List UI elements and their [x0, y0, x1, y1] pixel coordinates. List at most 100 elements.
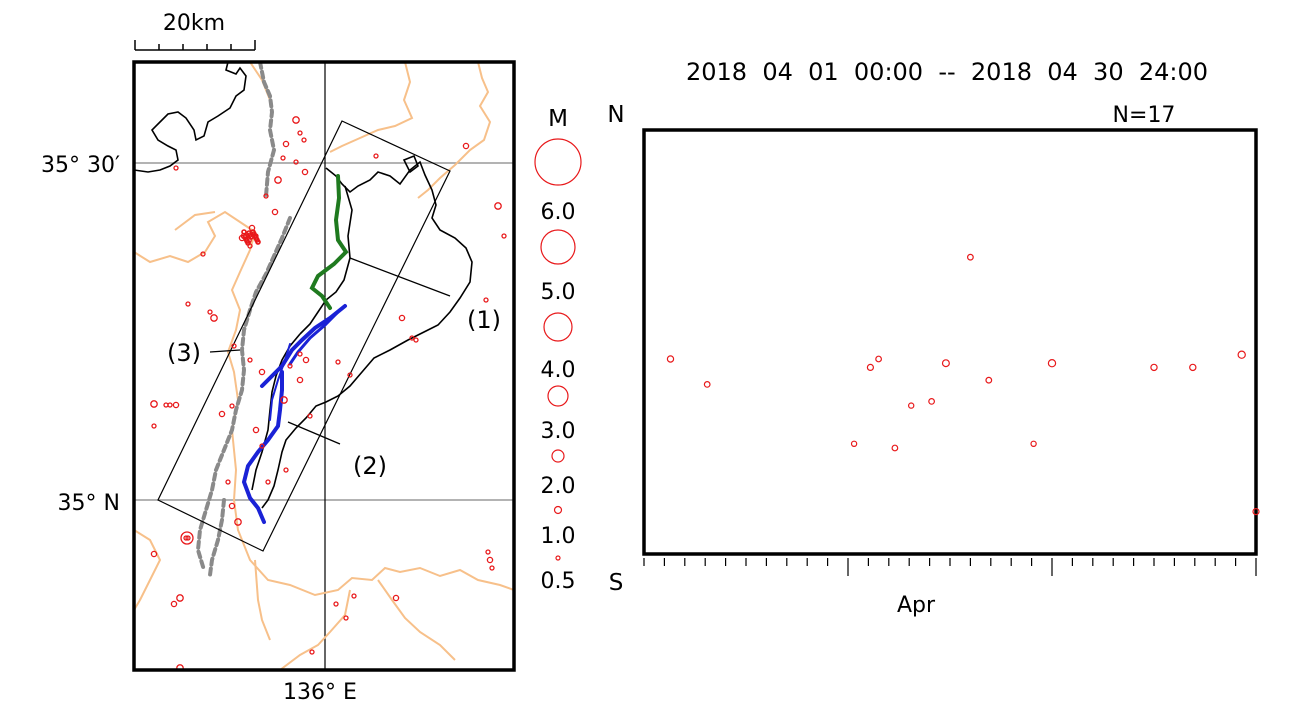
fault-2-blue-south [241, 370, 284, 524]
border-line [134, 529, 162, 611]
quake-point [891, 444, 899, 452]
map-epicenter [250, 229, 256, 235]
map-epicenter [280, 155, 286, 161]
map-epicenter [392, 594, 400, 602]
map-epicenter [297, 130, 303, 136]
map-epicenter [489, 565, 495, 571]
quake-point [850, 440, 858, 447]
quake-point [1150, 363, 1158, 372]
x-tick-label-apr: Apr [897, 593, 936, 618]
fault-label-1: (1) [467, 306, 501, 334]
label-leader-3 [209, 349, 241, 353]
map-epicenter [210, 314, 218, 322]
epicenter-map: (1) (2) (3) 35° 30′ 35° N 136° E [41, 60, 516, 705]
plot-top-label: N [607, 102, 624, 128]
map-epicenter [307, 413, 313, 419]
plot-bottom-label: S [609, 570, 624, 596]
plot-points [666, 253, 1260, 516]
legend-circle-m2 [551, 449, 565, 463]
quake-point [1047, 359, 1057, 368]
map-epicenter [347, 372, 353, 378]
map-epicenter [486, 556, 494, 564]
border-line [417, 62, 492, 199]
quake-point [866, 363, 875, 371]
map-epicenter [150, 550, 158, 558]
map-epicenter [335, 359, 341, 365]
map-epicenter [302, 356, 310, 364]
legend-circle-m3 [547, 385, 569, 407]
map-epicenter [274, 176, 282, 184]
scale-bar-label: 20km [163, 11, 225, 36]
map-epicenter [283, 467, 289, 473]
map-epicenter [297, 351, 303, 357]
label-leader-2 [287, 421, 341, 445]
map-epicenter [185, 535, 191, 541]
map-epicenter [398, 314, 406, 322]
map-epicenter [234, 518, 242, 526]
map-epicenter [280, 396, 288, 404]
map-epicenter [258, 368, 266, 376]
study-region-box [157, 120, 451, 552]
coastline-north [134, 62, 247, 173]
plot-title: 2018 04 01 00:00 -- 2018 04 30 24:00 [686, 58, 1208, 86]
legend-label-m2: 2.0 [541, 474, 576, 499]
plot-frame [642, 128, 1258, 556]
quake-point [985, 376, 993, 384]
map-epicenter [287, 363, 293, 369]
map-epicenter [263, 193, 269, 199]
map-epicenter [183, 535, 189, 541]
quake-point [1237, 350, 1246, 359]
quake-point [941, 359, 950, 368]
map-epicenter [252, 426, 260, 434]
magnitude-legend: M 6.0 5.0 4.0 3.0 2.0 1.0 0.5 [534, 106, 582, 594]
label-leader-1 [349, 257, 451, 297]
quake-point [928, 398, 935, 405]
border-line [279, 589, 351, 670]
map-epicenter [150, 400, 158, 408]
fault-3-gray-north [258, 62, 277, 198]
active-faults [195, 62, 349, 577]
map-epicenter [409, 335, 415, 341]
map-epicenter [309, 649, 315, 655]
map-epicenter [259, 443, 265, 449]
x-axis-ticks [643, 558, 1257, 576]
map-epicenter [176, 594, 184, 602]
map-epicenter [301, 168, 309, 176]
legend-label-m5: 5.0 [541, 280, 576, 305]
map-epicenter [462, 142, 470, 150]
map-epicenter [167, 402, 173, 408]
legend-label-m05: 0.5 [541, 569, 576, 594]
quake-point [967, 253, 974, 261]
legend-circle-m05 [555, 555, 561, 561]
map-epicenter [271, 208, 279, 216]
fault-1-green [309, 174, 349, 310]
legend-label-m4: 4.0 [541, 358, 576, 383]
map-frame [132, 60, 516, 672]
map-epicenter [229, 403, 235, 409]
map-epicenter [293, 159, 299, 165]
fault-label-2: (2) [353, 452, 387, 480]
map-epicenter [242, 234, 248, 240]
map-epicenter [207, 309, 213, 315]
map-epicenter [351, 593, 357, 599]
map-epicenter [494, 202, 502, 210]
quake-point [666, 355, 675, 363]
fault-3-gray-south [208, 498, 226, 577]
map-epicenter [200, 251, 206, 257]
legend-circle-m6 [534, 138, 582, 186]
map-epicenter [170, 600, 178, 608]
magnitude-legend-title: M [548, 106, 568, 132]
border-line [174, 211, 216, 231]
quake-point [703, 381, 711, 388]
scale-bar: 20km [134, 11, 256, 51]
quake-point [1252, 508, 1260, 516]
map-epicenter [231, 343, 237, 349]
legend-circle-m1 [553, 505, 563, 515]
map-epicenter [485, 549, 491, 555]
coastline-ise-bay-east [261, 160, 473, 509]
space-time-plot: 2018 04 01 00:00 -- 2018 04 30 24:00 N S… [607, 58, 1260, 618]
map-epicenter [180, 531, 194, 545]
map-epicenters [150, 116, 507, 670]
lon-label-136: 136° E [283, 680, 357, 705]
